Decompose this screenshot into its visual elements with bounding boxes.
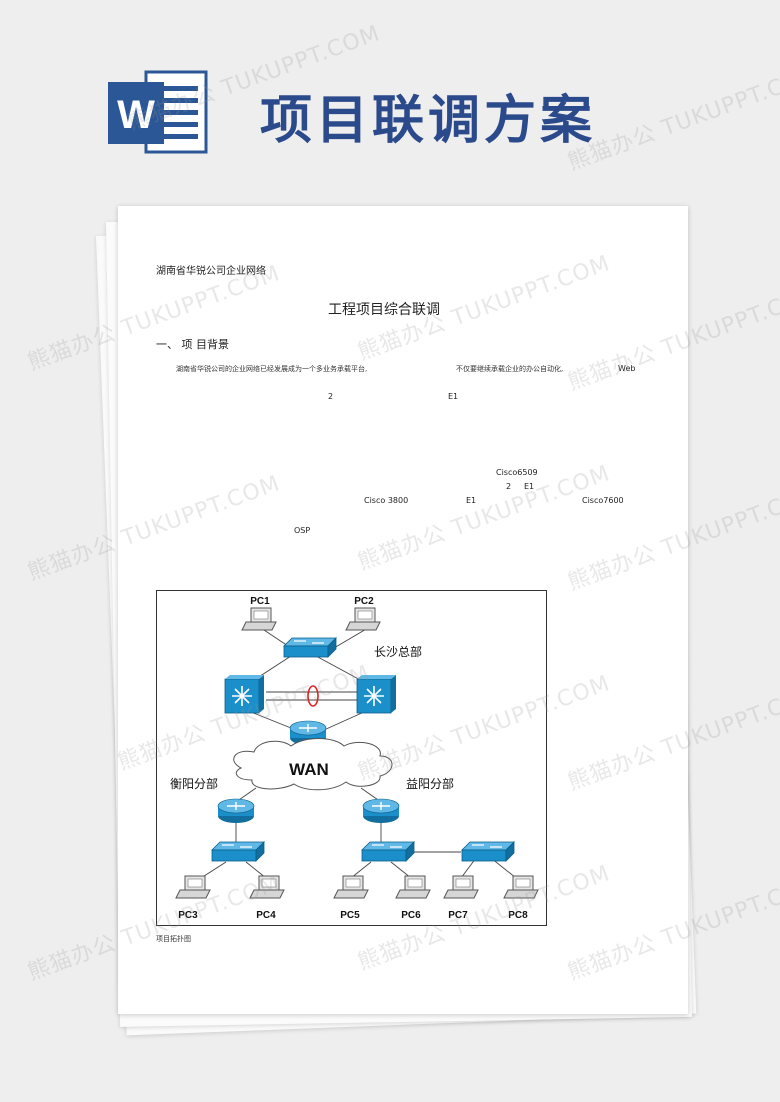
yiyang-router-icon	[362, 798, 400, 824]
text-fragment-cisco7600: Cisco7600	[582, 496, 624, 505]
pc6-label: PC6	[401, 910, 421, 921]
text-fragment-e1: E1	[466, 496, 477, 505]
core-switch-left-icon	[224, 674, 265, 714]
text-fragment-web: Web	[618, 364, 636, 373]
paragraph-text-part2: 不仅要继续承载企业的办公自动化,	[456, 365, 564, 373]
text-fragment-2: 2	[328, 392, 334, 401]
yiyang-switch-1-icon	[361, 841, 415, 862]
wan-cloud-icon	[233, 738, 393, 791]
section-heading: 一、 项 目背景	[156, 338, 229, 351]
network-topology-diagram: WAN PC1 PC2 PC3 PC4 PC5 PC6 PC7 PC8 长沙总部	[156, 590, 547, 926]
core-switch-right-icon	[356, 674, 397, 714]
header: W 项目联调方案	[0, 0, 780, 190]
pc3-label: PC3	[178, 910, 198, 921]
network-links	[200, 627, 517, 879]
hengyang-label: 衡阳分部	[170, 776, 218, 791]
pc7-label: PC7	[448, 910, 468, 921]
pc2-label: PC2	[354, 596, 374, 607]
text-fragment-cisco3800: Cisco 3800	[364, 496, 409, 505]
hq-label: 长沙总部	[374, 644, 422, 659]
hengyang-router-icon	[217, 798, 255, 824]
word-logo-letter: W	[117, 93, 155, 137]
pc5-label: PC5	[340, 910, 360, 921]
word-logo-icon: W	[108, 70, 208, 154]
yiyang-label: 益阳分部	[406, 776, 454, 791]
etherchannel-icon	[307, 685, 319, 707]
text-fragment-2: 2	[506, 482, 512, 491]
document-page: 湖南省华锐公司企业网络 工程项目综合联调 一、 项 目背景 湖南省华锐公司的企业…	[118, 206, 688, 1014]
text-fragment-e1: E1	[524, 482, 535, 491]
pc4-label: PC4	[256, 910, 276, 921]
pc1-label: PC1	[250, 596, 270, 607]
text-fragment-cisco6509: Cisco6509	[496, 468, 538, 477]
text-fragment-osp: OSP	[294, 526, 311, 535]
wan-label: WAN	[289, 760, 329, 779]
diagram-caption: 项目拓扑图	[156, 935, 191, 943]
text-fragment-e1: E1	[448, 392, 459, 401]
company-name: 湖南省华锐公司企业网络	[156, 266, 266, 277]
hq-switch-icon	[283, 637, 337, 658]
pc8-label: PC8	[508, 910, 528, 921]
paragraph-text-part1: 湖南省华锐公司的企业网络已经发展成为一个多业务承载平台,	[176, 365, 368, 373]
section-title: 工程项目综合联调	[328, 302, 440, 318]
page-title: 项目联调方案	[260, 90, 597, 151]
yiyang-switch-2-icon	[461, 841, 515, 862]
hengyang-switch-icon	[211, 841, 265, 862]
